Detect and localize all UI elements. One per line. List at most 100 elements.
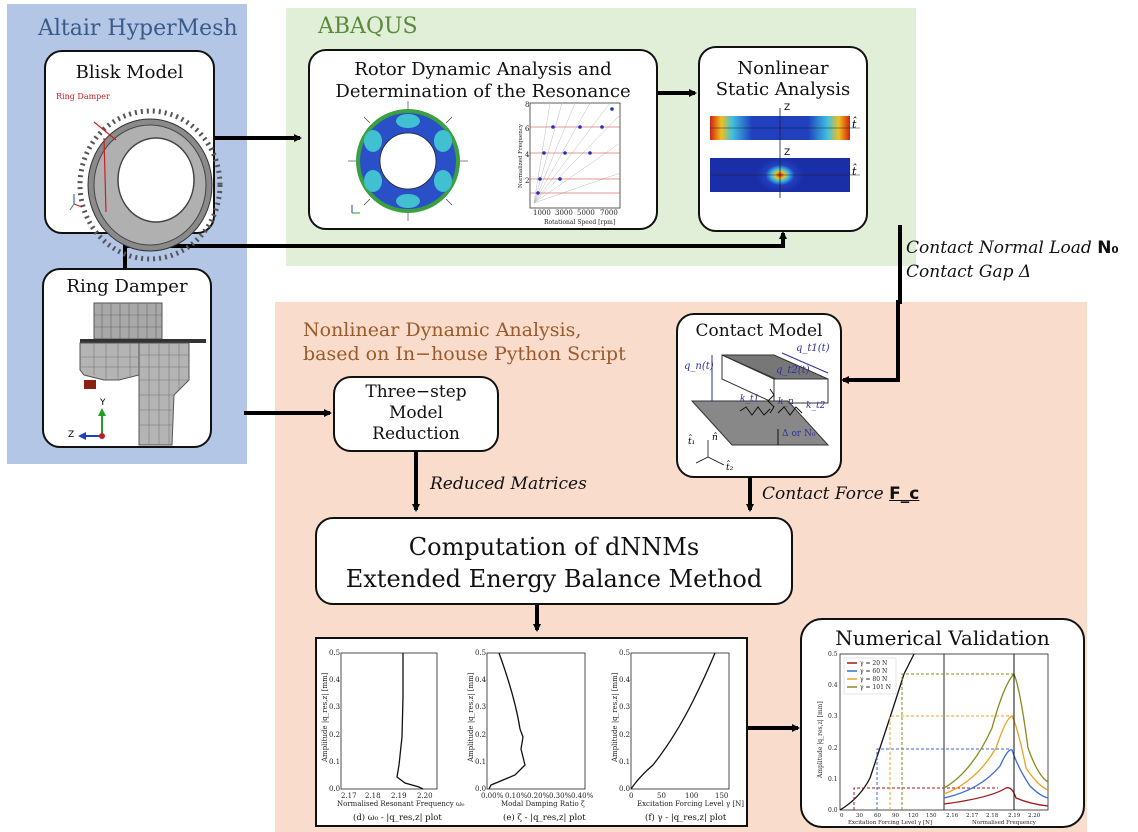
contact-gap-label: Contact Gap Δ — [906, 262, 1032, 282]
arrow-ring-to-static — [123, 231, 787, 268]
plot-e-curve — [488, 652, 526, 790]
nonlinear-title-line1: Nonlinear Dynamic Analysis, — [303, 319, 582, 341]
static-analysis-title-line2: Static Analysis — [715, 79, 851, 100]
validation-left-xlabel: Excitation Forcing Level γ [N] — [848, 820, 932, 826]
validation-ytick-3: 0.3 — [828, 713, 838, 720]
validation-right-xtick-2: 2.18 — [986, 813, 999, 819]
contact-label-qt2: q_t2(t) — [776, 365, 810, 376]
rotor-xtick-3: 7000 — [600, 209, 618, 217]
contact-label-kt1: k_t1 — [740, 394, 760, 404]
rotor-ylabel: Normalized Frequency — [518, 123, 524, 188]
plot-e-ytick-5: 0.5 — [475, 649, 486, 657]
rotor-dynamic-title-line1: Rotor Dynamic Analysis and — [354, 59, 612, 80]
plot-f-ytick-4: 0.4 — [619, 676, 631, 684]
static-axis-z-bottom: Z — [784, 148, 791, 158]
reduced-matrices-label: Reduced Matrices — [430, 474, 587, 494]
validation-left-xtick-4: 120 — [908, 813, 919, 819]
model-reduction-box: Three−step Model Reduction — [333, 376, 499, 452]
plot-d-ytick-1: 0.1 — [329, 758, 340, 766]
blisk-model-box: Blisk Model Ring Damper — [44, 50, 223, 262]
validation-ytick-5: 0.5 — [828, 651, 838, 658]
plot-e-ytick-3: 0.3 — [475, 703, 486, 711]
rotor-xtick-0: 1000 — [533, 209, 551, 217]
plot-e-xtick-2: 0.20% — [527, 792, 550, 800]
rotor-dynamic-box: Rotor Dynamic Analysis and Determination… — [308, 49, 658, 230]
contact-model-box: Contact Model q_n(t) q_t2(t) q_t1(t) k_t… — [676, 313, 842, 478]
static-analysis-contours — [710, 108, 860, 198]
contact-force-label: Contact Force F_c — [762, 484, 919, 504]
plot-f-xtick-0: 0 — [629, 792, 633, 800]
plot-e-ylabel: Amplitude |q_res,z| [mm] — [467, 672, 475, 763]
ring-axis-y-label: Y — [100, 398, 106, 408]
plot-f-ytick-2: 0.2 — [619, 731, 630, 739]
validation-title: Numerical Validation — [835, 626, 1050, 650]
plot-d-ytick-0: 0.0 — [329, 785, 340, 793]
contact-force-text: Contact Force — [762, 484, 884, 504]
plot-d-ylabel: Amplitude |q_res,z| [mm] — [321, 672, 329, 763]
rotor-mode-shape — [348, 101, 468, 221]
validation-ytick-2: 0.2 — [828, 745, 838, 752]
rotor-dynamic-title-line2: Determination of the Resonance — [335, 81, 631, 102]
plot-e-ytick-0: 0.0 — [475, 785, 486, 793]
validation-left-xtick-0: 0 — [840, 813, 844, 819]
plot-d-ytick-5: 0.5 — [329, 649, 340, 657]
campbell-diagram: 1000 3000 5000 7000 Rotational Speed [rp… — [518, 101, 621, 226]
validation-legend-2: γ = 80 N — [860, 676, 887, 683]
plot-e-ytick-2: 0.2 — [475, 731, 486, 739]
validation-plots: γ = 20 N γ = 60 N γ = 80 N γ = 101 N 0.0… — [817, 651, 1049, 826]
plot-f-xlabel: Excitation Forcing Level γ [N] — [637, 800, 744, 808]
validation-ytick-1: 0.1 — [828, 776, 838, 783]
plot-e-xtick-1: 0.10% — [505, 792, 528, 800]
dnnm-plots: 0.0 0.1 0.2 0.3 0.4 0.5 2.17 2.18 2.19 2… — [321, 649, 744, 823]
validation-right-xtick-3: 2.19 — [1008, 813, 1021, 819]
rotor-xtick-1: 3000 — [555, 209, 573, 217]
plot-f-ytick-3: 0.3 — [619, 703, 630, 711]
validation-left-xtick-2: 60 — [874, 813, 881, 819]
contact-model-diagram — [690, 352, 830, 466]
ring-damper-box: Ring Damper Y Z — [42, 268, 212, 448]
validation-left-xtick-1: 30 — [856, 813, 863, 819]
model-reduction-title-line3: Reduction — [372, 424, 460, 444]
plot-d: 0.0 0.1 0.2 0.3 0.4 0.5 2.17 2.18 2.19 2… — [321, 649, 465, 823]
nonlinear-title-line2: based on In−house Python Script — [303, 343, 626, 365]
plot-e-ytick-4: 0.4 — [475, 676, 487, 684]
plot-d-xtick-3: 2.20 — [417, 792, 433, 800]
static-axis-t-bottom: t̂ — [852, 165, 857, 178]
rotor-xlabel: Rotational Speed [rpm] — [544, 219, 615, 226]
contact-force-symbol: F_c — [889, 484, 920, 504]
contact-label-qn: q_n(t) — [684, 361, 714, 372]
blisk-image — [69, 108, 223, 262]
plot-d-xlabel: Normalised Resonant Frequency ω₀ — [337, 800, 465, 808]
plot-e-ytick-1: 0.1 — [475, 758, 486, 766]
contact-label-t1: t̂₁ — [688, 437, 696, 447]
plot-f: 0.0 0.1 0.2 0.3 0.4 0.5 0 50 100 150 Exc… — [611, 649, 744, 823]
plot-d-xtick-1: 2.18 — [365, 792, 381, 800]
ring-damper-image — [78, 302, 206, 446]
plot-e-xlabel: Modal Damping Ratio ζ — [501, 800, 585, 808]
validation-left-xtick-3: 90 — [892, 813, 899, 819]
contact-label-n: n̂ — [712, 433, 718, 443]
computation-title-line2: Extended Energy Balance Method — [345, 565, 763, 593]
static-axis-z-top: Z — [784, 103, 791, 113]
plot-f-ytick-0: 0.0 — [619, 785, 630, 793]
plot-d-xtick-2: 2.19 — [391, 792, 407, 800]
ring-axis-z-label: Z — [68, 430, 75, 440]
plot-e-xtick-4: 0.40% — [571, 792, 594, 800]
model-reduction-title-line1: Three−step — [365, 382, 467, 402]
rotor-ytick-6: 6 — [525, 125, 530, 133]
computation-box: Computation of dNNMs Extended Energy Bal… — [315, 517, 793, 605]
computation-title-line1: Computation of dNNMs — [408, 533, 700, 561]
validation-right-xtick-0: 2.16 — [946, 813, 959, 819]
rotor-xtick-2: 5000 — [577, 209, 595, 217]
plot-d-caption: (d) ω₀ - |q_res,z| plot — [353, 812, 442, 823]
ring-damper-title: Ring Damper — [66, 276, 188, 297]
arrow-static-to-contact — [841, 225, 902, 384]
plot-e-xtick-0: 0.00% — [481, 792, 504, 800]
validation-ylabel: Amplitude |q_res,z| [mm] — [817, 701, 824, 779]
plot-e: 0.0 0.1 0.2 0.3 0.4 0.5 0.00% 0.10% 0.20… — [467, 649, 594, 823]
plot-f-xtick-1: 50 — [657, 792, 666, 800]
validation-ytick-0: 0.0 — [828, 807, 838, 814]
contact-normal-load-symbol: N₀ — [1097, 238, 1119, 258]
plot-d-xtick-0: 2.17 — [341, 792, 357, 800]
plot-d-ytick-3: 0.3 — [329, 703, 340, 711]
